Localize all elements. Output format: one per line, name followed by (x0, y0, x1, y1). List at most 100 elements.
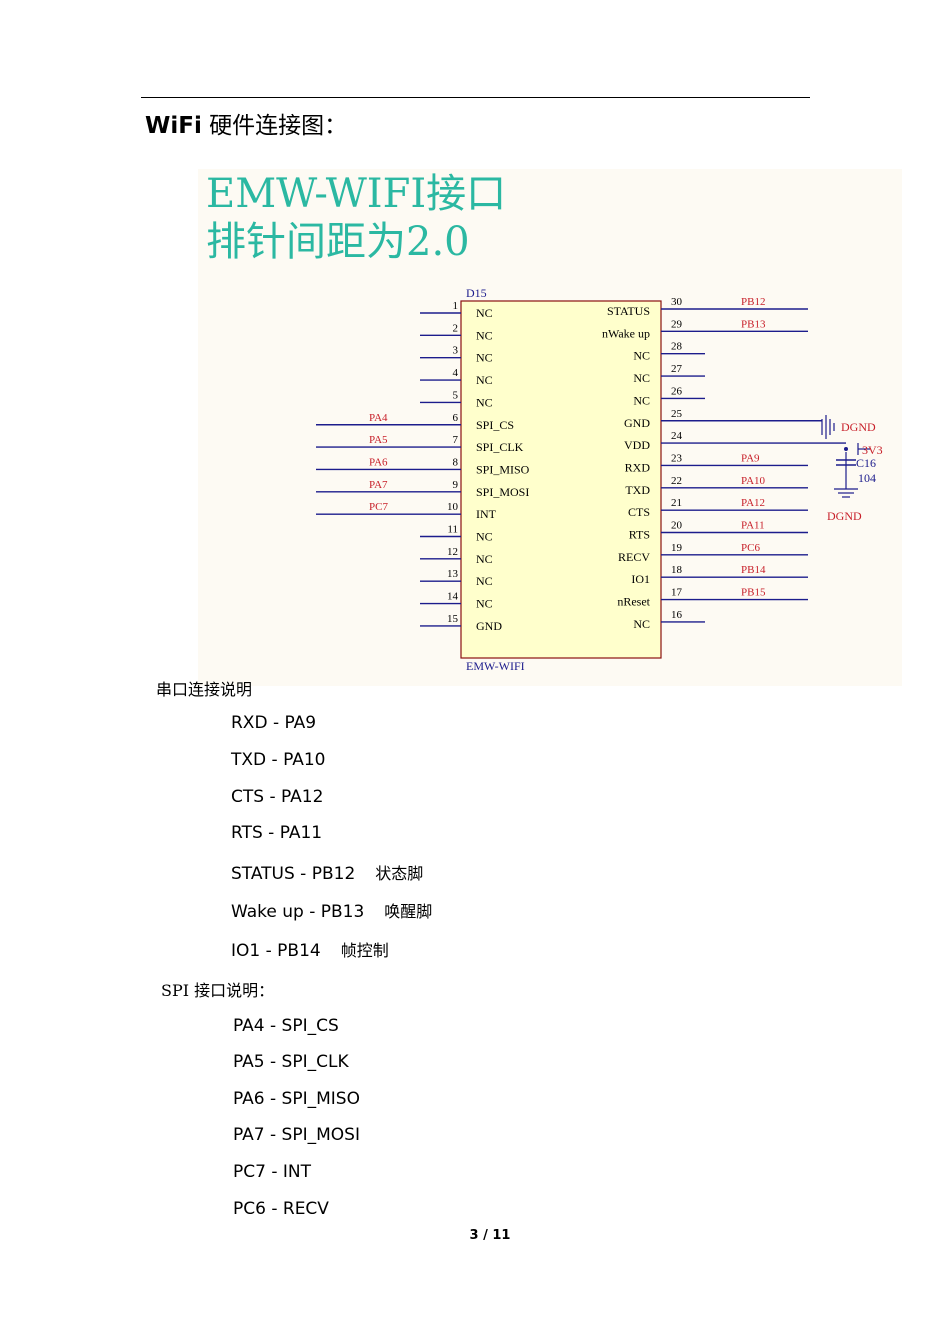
right-pin-name: CTS (628, 505, 650, 519)
right-pin-number: 28 (671, 341, 683, 353)
schematic-title-line2: 排针间距为2.0 (206, 219, 470, 265)
right-pin-number: 26 (671, 385, 683, 397)
page-heading: WiFi 硬件连接图： (145, 106, 347, 140)
serial-item: RTS - PA11 (231, 823, 322, 843)
right-pin-name: RECV (618, 550, 650, 564)
serial-item: IO1 - PB14 帧控制 (231, 937, 389, 961)
left-pin-net: PA4 (369, 412, 388, 424)
right-pin-name: RXD (625, 460, 651, 474)
right-pin-net: PB15 (741, 587, 766, 599)
left-pin-name: INT (476, 507, 497, 521)
left-pin-name: GND (476, 619, 502, 633)
gnd-label-bottom: DGND (827, 509, 862, 523)
left-pin-net: PA7 (369, 479, 388, 491)
left-pin-name: NC (476, 552, 493, 566)
chip-ref-label: D15 (466, 286, 487, 300)
right-pin-net: PA12 (741, 497, 765, 509)
right-pin-number: 25 (671, 408, 683, 420)
right-pin-name: nReset (617, 595, 650, 609)
right-pin-net: PB14 (741, 564, 766, 576)
heading-bold: WiFi (145, 113, 202, 139)
left-pin-net: PA5 (369, 434, 388, 446)
left-pin-name: NC (476, 328, 493, 342)
spi-item: PC6 - RECV (233, 1199, 329, 1219)
right-pin-number: 24 (671, 430, 683, 442)
serial-item-text: CTS - PA12 (231, 787, 324, 807)
spi-item: PA6 - SPI_MISO (233, 1089, 360, 1109)
serial-section-title: 串口连接说明 (156, 680, 253, 699)
cap-ref-label: C16 (856, 456, 876, 470)
right-pin-net: PC6 (741, 542, 760, 554)
left-pin-name: NC (476, 306, 493, 320)
left-pin-name: NC (476, 395, 493, 409)
right-pin-number: 17 (671, 587, 683, 599)
right-pin-name: STATUS (607, 304, 650, 318)
right-pin-number: 30 (671, 296, 683, 308)
left-pin-number: 5 (453, 389, 459, 401)
serial-item: STATUS - PB12 状态脚 (231, 860, 423, 884)
serial-item-text: TXD - PA10 (231, 750, 326, 770)
left-pin-number: 4 (453, 367, 459, 379)
serial-item-note: 帧控制 (340, 941, 389, 960)
serial-item-text: STATUS - PB12 (231, 864, 356, 884)
heading-text: 硬件连接图： (201, 113, 348, 139)
serial-item: CTS - PA12 (231, 787, 323, 807)
left-pin-net: PC7 (369, 501, 388, 513)
right-pin-net: PA9 (741, 452, 760, 464)
left-pin-number: 13 (447, 568, 459, 580)
schematic-title-line1: EMW-WIFI接口 (206, 171, 506, 217)
left-pin-name: SPI_MISO (476, 462, 530, 476)
right-pin-name: NC (633, 371, 650, 385)
chip-body (460, 300, 662, 659)
spi-item: PA5 - SPI_CLK (233, 1052, 349, 1072)
left-pin-number: 3 (453, 345, 459, 357)
left-pin-net: PA6 (369, 456, 388, 468)
vcc-label: 3V3 (862, 443, 883, 457)
right-pin-name: nWake up (602, 326, 650, 340)
left-pin-number: 10 (447, 501, 459, 513)
right-pin-number: 29 (671, 318, 683, 330)
right-pin-number: 22 (671, 475, 682, 487)
right-pin-name: GND (624, 416, 650, 430)
right-pin-name: RTS (629, 528, 650, 542)
page-number: 3 / 11 (469, 1228, 511, 1243)
spi-item: PC7 - INT (233, 1162, 311, 1182)
serial-item-text: RTS - PA11 (231, 823, 323, 843)
left-pin-number: 14 (447, 591, 459, 603)
right-pin-net: PA11 (741, 520, 765, 532)
left-pin-number: 1 (453, 300, 459, 312)
spi-item: PA7 - SPI_MOSI (233, 1125, 360, 1145)
serial-item-text: RXD - PA9 (231, 713, 317, 733)
left-pin-number: 12 (447, 546, 458, 558)
left-pin-name: NC (476, 373, 493, 387)
right-pin-net: PB12 (741, 296, 765, 308)
serial-item-text: IO1 - PB14 (231, 941, 321, 961)
left-pin-name: SPI_CLK (476, 440, 524, 454)
right-pin-name: TXD (625, 483, 650, 497)
right-pin-name: IO1 (631, 572, 650, 586)
left-pin-name: NC (476, 597, 493, 611)
left-pin-number: 2 (453, 322, 459, 334)
cap-value-label: 104 (858, 471, 876, 485)
serial-item-text: Wake up - PB13 (231, 902, 365, 922)
gnd-symbol-top (821, 415, 835, 439)
left-pin-name: SPI_CS (476, 418, 514, 432)
right-pin-number: 16 (671, 609, 683, 621)
left-pin-number: 15 (447, 613, 459, 625)
serial-item: TXD - PA10 (231, 750, 326, 770)
left-pin-number: 7 (453, 434, 459, 446)
right-pin-net: PA10 (741, 475, 766, 487)
right-pin-name: NC (633, 617, 650, 631)
header-rule (141, 97, 810, 98)
right-pin-name: NC (633, 349, 650, 363)
right-pin-number: 21 (671, 497, 682, 509)
left-pin-name: NC (476, 574, 493, 588)
serial-item-note: 状态脚 (375, 864, 424, 883)
serial-item: RXD - PA9 (231, 713, 316, 733)
right-pin-number: 19 (671, 542, 683, 554)
right-pin-number: 20 (671, 520, 683, 532)
left-pin-name: NC (476, 351, 493, 365)
right-pin-net: PB13 (741, 318, 766, 330)
